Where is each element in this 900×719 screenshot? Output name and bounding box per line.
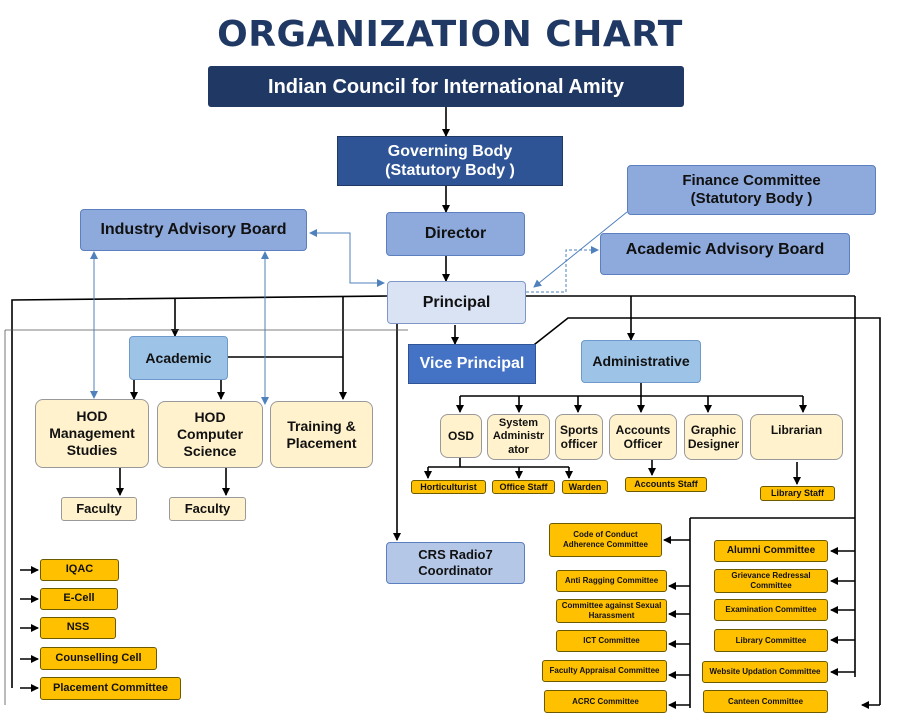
committee-sexual-harassment: Committee against Sexual Harassment bbox=[556, 599, 667, 623]
office-staff-box: Office Staff bbox=[492, 480, 555, 494]
finance-committee-box: Finance Committee (Statutory Body ) bbox=[627, 165, 876, 215]
accounts-staff-box: Accounts Staff bbox=[625, 477, 707, 492]
faculty-management-box: Faculty bbox=[61, 497, 137, 521]
committee-iqac: IQAC bbox=[40, 559, 119, 581]
accounts-officer-label: Accounts Officer bbox=[615, 422, 671, 451]
committee-examination: Examination Committee bbox=[714, 599, 828, 621]
governing-body-label: Governing Body (Statutory Body ) bbox=[385, 142, 515, 179]
industry-advisory-board-box: Industry Advisory Board bbox=[80, 209, 307, 251]
committee-acrc: ACRC Committee bbox=[544, 690, 667, 713]
hod-computer-science-box: HOD Computer Science bbox=[157, 401, 263, 468]
vice-principal-box: Vice Principal bbox=[408, 344, 536, 384]
committee-anti-ragging: Anti Ragging Committee bbox=[556, 570, 667, 592]
committee-library: Library Committee bbox=[714, 629, 828, 652]
graphic-designer-box: Graphic Designer bbox=[684, 414, 743, 460]
training-placement-box: Training & Placement bbox=[270, 401, 373, 468]
accounts-officer-box: Accounts Officer bbox=[609, 414, 677, 460]
crs-radio-coordinator-label: CRS Radio7 Coordinator bbox=[418, 547, 493, 578]
warden-box: Warden bbox=[562, 480, 608, 494]
training-placement-label: Training & Placement bbox=[286, 417, 357, 451]
hod-management-label: HOD Management Studies bbox=[49, 408, 135, 458]
committee-alumni: Alumni Committee bbox=[714, 540, 828, 562]
governing-body-box: Governing Body (Statutory Body ) bbox=[337, 136, 563, 186]
academic-advisory-board-box: Academic Advisory Board bbox=[600, 233, 850, 275]
sports-officer-box: Sports officer bbox=[555, 414, 603, 460]
committee-ict: ICT Committee bbox=[556, 630, 667, 652]
system-administrator-label: System Administr ator bbox=[492, 417, 545, 456]
finance-committee-label: Finance Committee (Statutory Body ) bbox=[682, 172, 821, 207]
principal-box: Principal bbox=[387, 281, 526, 324]
committee-nss: NSS bbox=[40, 617, 116, 639]
committee-website-updation: Website Updation Committee bbox=[702, 661, 828, 683]
director-box: Director bbox=[386, 212, 525, 256]
administrative-box: Administrative bbox=[581, 340, 701, 383]
system-administrator-box: System Administr ator bbox=[487, 414, 550, 460]
page-title: ORGANIZATION CHART bbox=[217, 14, 683, 55]
committee-code-of-conduct-label: Code of Conduct Adherence Committee bbox=[563, 530, 648, 549]
committee-faculty-appraisal: Faculty Appraisal Committee bbox=[542, 660, 667, 682]
committee-canteen: Canteen Committee bbox=[703, 690, 828, 713]
hod-management-box: HOD Management Studies bbox=[35, 399, 149, 468]
hod-computer-science-label: HOD Computer Science bbox=[176, 409, 244, 459]
crs-radio-coordinator-box: CRS Radio7 Coordinator bbox=[386, 542, 525, 584]
committee-counselling-cell: Counselling Cell bbox=[40, 647, 157, 670]
committee-code-of-conduct: Code of Conduct Adherence Committee bbox=[549, 523, 662, 557]
council-box: Indian Council for International Amity bbox=[208, 66, 684, 107]
faculty-computer-science-box: Faculty bbox=[169, 497, 246, 521]
committee-sexual-harassment-label: Committee against Sexual Harassment bbox=[561, 601, 662, 620]
horticulturist-box: Horticulturist bbox=[411, 480, 486, 494]
sports-officer-label: Sports officer bbox=[559, 422, 598, 451]
osd-box: OSD bbox=[440, 414, 482, 458]
committee-grievance-redressal: Grievance Redressal Committee bbox=[714, 569, 828, 593]
committee-e-cell: E-Cell bbox=[40, 588, 118, 610]
committee-placement: Placement Committee bbox=[40, 677, 181, 700]
committee-grievance-redressal-label: Grievance Redressal Committee bbox=[731, 571, 811, 590]
library-staff-box: Library Staff bbox=[760, 486, 835, 501]
graphic-designer-label: Graphic Designer bbox=[687, 422, 740, 451]
librarian-box: Librarian bbox=[750, 414, 843, 460]
academic-box: Academic bbox=[129, 336, 228, 380]
